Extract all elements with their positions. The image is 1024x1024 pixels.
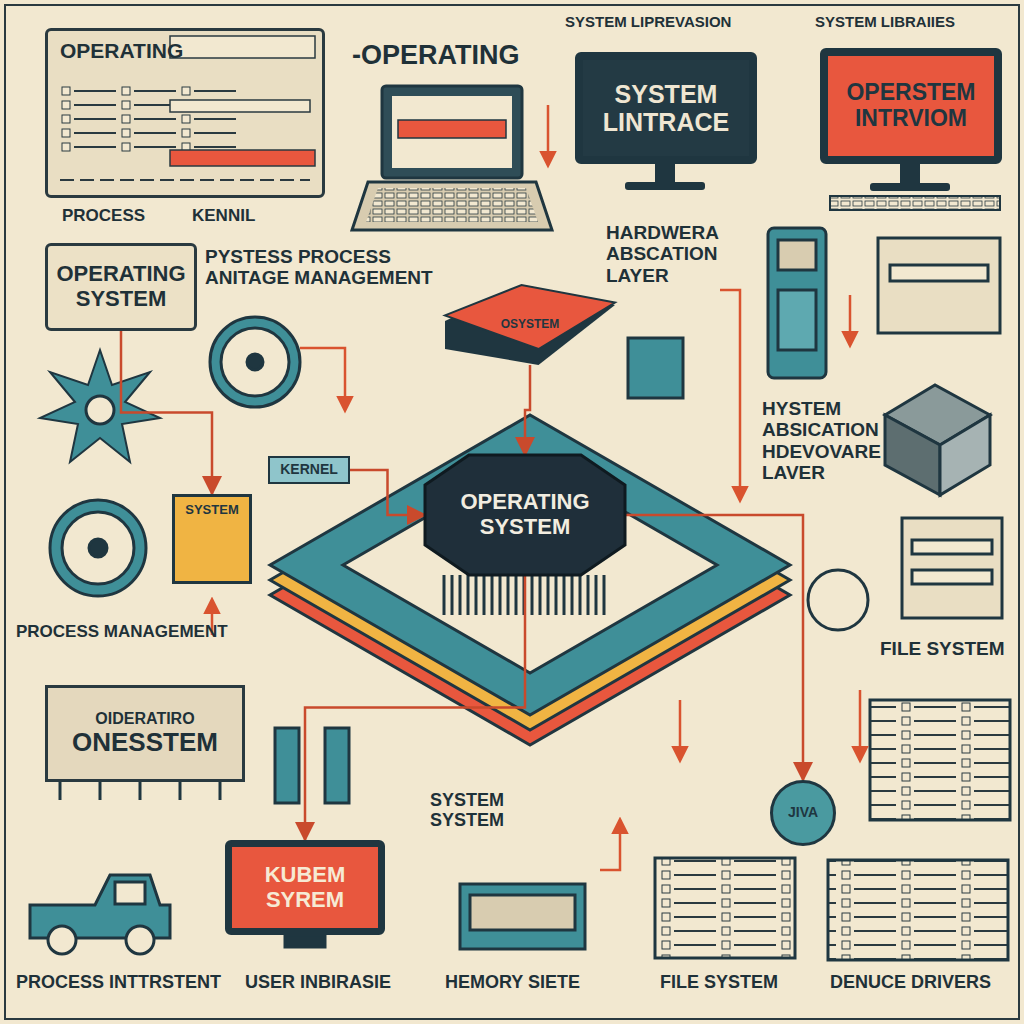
node-text: OPERATING	[60, 39, 183, 63]
chip-top	[425, 455, 625, 575]
connector-arrow	[625, 515, 803, 780]
window-panel	[45, 28, 325, 198]
node-text: SYSTEM LINTRACE	[589, 80, 743, 136]
gear-icon	[40, 350, 160, 462]
connector-arrow	[525, 365, 530, 455]
window-panel: OPERATING	[45, 28, 325, 198]
text-label: SYSTEM SYSTEM	[430, 790, 540, 830]
node-text: OPERATING SYSTEM	[443, 490, 607, 539]
monitor-screen: KUBEM SYREM	[225, 840, 385, 935]
connector-arrow	[350, 470, 425, 515]
jiva-circle: JIVA	[770, 780, 836, 846]
fan-icon	[50, 317, 300, 596]
node-text: ONESSTEM	[72, 728, 218, 757]
node-text: OSYSTEM	[501, 318, 560, 331]
monitor-stand	[625, 162, 1000, 210]
node-text: OPERSTEM INTRVIOM	[834, 80, 988, 132]
text-label: PROCESS INTTRSTENT	[16, 972, 221, 992]
chip-frame	[270, 415, 790, 745]
leader-line	[212, 105, 860, 870]
system-box: SYSTEM	[172, 494, 252, 584]
tile-top	[445, 285, 615, 349]
node-text: SYSTEM	[185, 503, 238, 518]
text-label: FILE SYSTEM	[660, 972, 810, 992]
monitor-screen: SYSTEM LINTRACE	[575, 52, 757, 164]
node-text: KUBEM SYREM	[238, 863, 372, 912]
component-icons	[628, 228, 1010, 960]
connector-arrow	[305, 575, 525, 840]
text-label: PROCESS MANAGEMENT	[16, 622, 256, 641]
text-label: SYSTEM LIBRAIIES	[815, 14, 1015, 31]
connector-arrow	[121, 331, 212, 494]
text-label: KENNIL	[192, 206, 302, 225]
kernel-box: KERNEL	[268, 456, 350, 484]
cpu-chip: OPERATING SYSTEM	[425, 455, 625, 575]
text-label: DENUCE DRIVERS	[830, 972, 1015, 992]
truck-icon	[30, 875, 170, 954]
orange-tile: OSYSTEM	[445, 285, 615, 365]
text-label: USER INBIRASIE	[245, 972, 415, 992]
chip-outline	[425, 455, 625, 575]
text-label: HEMORY SIETE	[445, 972, 605, 992]
os-box: OPERATING SYSTEM	[45, 243, 197, 331]
tile-side	[445, 285, 615, 365]
page-frame	[5, 5, 1019, 1019]
text-label: FILE SYSTEM	[880, 638, 1015, 659]
laptop-icon	[352, 86, 552, 230]
text-label: PYSTESS PROCESS ANITAGE MANAGEMENT	[205, 246, 475, 289]
node-text: KERNEL	[280, 462, 338, 478]
tile-outline	[445, 285, 615, 365]
node-text: OPERATING SYSTEM	[54, 262, 188, 311]
text-label: -OPERATING	[352, 40, 562, 70]
text-label: PROCESS	[62, 206, 172, 225]
text-label: SYSTEM LIPREVASION	[565, 14, 795, 31]
monitor-screen: OPERSTEM INTRVIOM	[820, 48, 1002, 164]
node-text: JIVA	[788, 805, 818, 821]
text-label: HYSTEM ABSICATION HDEVOVARE LAVER	[762, 398, 894, 483]
os-box: OIDERATIROONESSTEM	[45, 685, 245, 782]
text-label: HARDWERA ABSCATION LAYER	[606, 222, 761, 286]
node-text: OIDERATIRO	[95, 710, 194, 728]
